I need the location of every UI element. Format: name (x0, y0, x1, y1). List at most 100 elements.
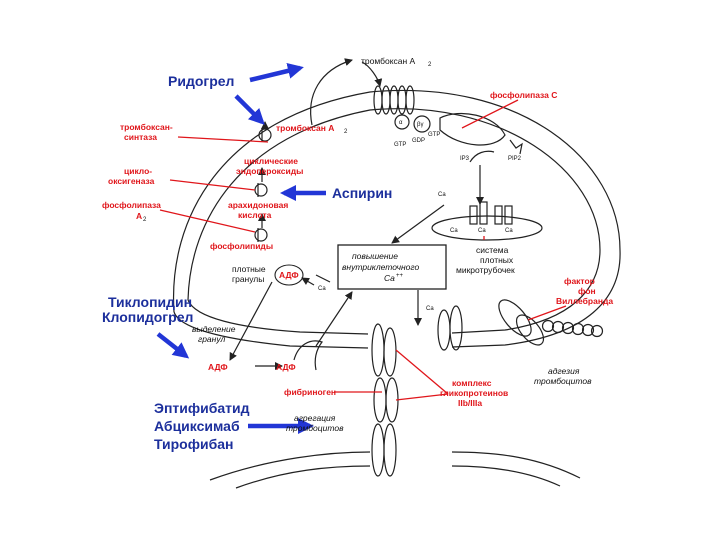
arrow-thienopyridines (156, 332, 190, 359)
inhibit-ridogrel-icon (258, 128, 272, 142)
pointer-phospholipase-a2 (159, 209, 256, 233)
label-pip2: PIP2 (508, 156, 522, 162)
adp-receptor-shape (293, 340, 323, 371)
pointer-phospholipase-c (461, 99, 519, 129)
label-ip3: IP3 (460, 156, 470, 162)
label-dense-tubules-1: система (476, 245, 509, 255)
drug-abciximab: Абциксимаб (154, 418, 240, 434)
vwf-receptor (498, 299, 604, 346)
label-vwf-1: фактор (564, 276, 595, 286)
label-gdp: GDP (412, 138, 425, 144)
label-complex-1: комплекс (452, 378, 492, 388)
label-ca-tub-2: Ca (478, 228, 486, 234)
label-dense-tubules-3: микротрубочек (456, 265, 515, 275)
label-alpha: α (399, 120, 403, 126)
label-cyclic-endoperoxides-1: циклические (244, 156, 298, 166)
label-ca-tub-3: Ca (505, 228, 513, 234)
label-vwf-3: Виллебранда (556, 296, 613, 306)
label-gtp-2: GTP (428, 132, 440, 138)
arrow-granule-release (229, 281, 273, 361)
inhibit-phospholipase-icon (254, 228, 268, 242)
arrow-ca-to-granule (315, 274, 331, 283)
pointer-thromboxane-synthase (177, 136, 269, 143)
label-beta-gamma: βγ (417, 122, 423, 128)
label-ca-tub-1: Ca (450, 228, 458, 234)
platelet-outer-membrane (172, 89, 621, 348)
label-increase-2: внутриклеточного (342, 262, 419, 272)
label-thromboxane-a2-inner-sub: 2 (344, 129, 348, 135)
label-cyclooxygenase-1: цикло- (124, 166, 152, 176)
label-thromboxane-a2-top-sub: 2 (428, 62, 432, 68)
platelet-inner-membrane (187, 108, 601, 334)
pointer-complex-1 (395, 349, 449, 395)
drug-clopidogrel: Клопидогрел (102, 309, 193, 325)
platelet-inner-membrane-left (187, 299, 369, 335)
label-thromboxane-a2-inner: тромбоксан A (276, 123, 334, 133)
label-ca-low: Ca (426, 306, 434, 312)
label-adp-granule: АДФ (279, 270, 299, 280)
pip2-shape (509, 139, 523, 155)
phospholipase-c-shape (439, 112, 506, 146)
label-vwf-2: фон (578, 286, 596, 296)
drug-tirofiban: Тирофибан (154, 436, 233, 452)
label-phospholipase-a2-1: фосфолипаза (102, 200, 161, 210)
label-fibrinogen: фибриноген (284, 387, 336, 397)
label-thromboxane-synthase-1: тромбоксан- (120, 122, 173, 132)
label-granule-release-1: выделение (192, 324, 236, 334)
label-increase-3-pp: ++ (396, 273, 404, 279)
label-arachidonic-acid-1: арахидоновая (228, 200, 288, 210)
calcium-increase-box (337, 244, 447, 290)
inhibit-aspirin-icon (254, 183, 268, 197)
drug-aspirin: Аспирин (332, 185, 392, 201)
pointer-cyclooxygenase (169, 179, 256, 191)
label-phospholipase-c: фосфолипаза С (490, 90, 557, 100)
label-gtp-1: GTP (394, 142, 406, 148)
arrow-ridogrel-2 (234, 94, 265, 125)
pointer-vwf (527, 305, 567, 321)
drug-ridogrel: Ридогрел (168, 73, 234, 89)
arrow-receptor-to-box (315, 291, 353, 347)
label-dense-granules-1: плотные (232, 264, 266, 274)
label-increase-1: повышение (352, 251, 398, 261)
arrow-tubules-to-box (391, 204, 445, 244)
pointer-complex-2 (395, 393, 449, 401)
arrow-txa2-to-receptor (361, 61, 383, 87)
label-dense-granules-2: гранулы (232, 274, 264, 284)
label-complex-3: IIb/IIIa (458, 398, 482, 408)
g-protein-alpha (394, 114, 410, 130)
label-cyclic-endoperoxides-2: эндопероксиды (236, 166, 303, 176)
label-thromboxane-synthase-2: синтаза (124, 132, 157, 142)
label-adp-out: АДФ (208, 362, 228, 372)
arrow-ip3-curve (469, 150, 495, 163)
label-complex-2: гликопротеинов (440, 388, 508, 398)
label-phospholipids: фосфолипиды (210, 241, 273, 251)
arrow-ridogrel-1 (249, 63, 304, 83)
label-ca-granule: Ca (318, 286, 326, 292)
drug-eptifibatide: Эптифибатид (154, 400, 250, 416)
label-aggregation-1: агрегация (294, 413, 336, 423)
arrow-txa2-out (310, 58, 353, 126)
label-arachidonic-acid-2: кислота (238, 210, 272, 220)
label-phospholipase-a2-sub: 2 (143, 217, 147, 223)
lower-platelet-membrane (209, 451, 581, 481)
lower-platelet-inner (235, 465, 561, 489)
arrow-granule-ca (301, 277, 315, 286)
calcium-channels (469, 201, 513, 225)
label-cyclooxygenase-2: оксигеназа (108, 176, 155, 186)
label-dense-tubules-2: плотных (480, 255, 514, 265)
platelet-outer-membrane-left (173, 311, 369, 349)
label-thromboxane-a2-top: тромбоксан A (361, 56, 416, 66)
label-adhesion-2: тромбоцитов (534, 376, 592, 386)
label-aggregation-2: тромбоцитов (286, 423, 344, 433)
gp-iib-iiia-receptors (371, 305, 463, 477)
label-phospholipase-a2-2: A (136, 211, 142, 221)
label-increase-3: Ca (384, 273, 395, 283)
label-adhesion-1: адгезия (548, 366, 580, 376)
g-protein-betagamma (413, 115, 431, 133)
label-ca-top: Ca (438, 192, 446, 198)
drug-ticlopidine: Тиклопидин (108, 294, 192, 310)
label-adp-receptor: АДФ (276, 362, 296, 372)
thromboxane-receptor (373, 85, 415, 115)
dense-granule (274, 264, 304, 286)
